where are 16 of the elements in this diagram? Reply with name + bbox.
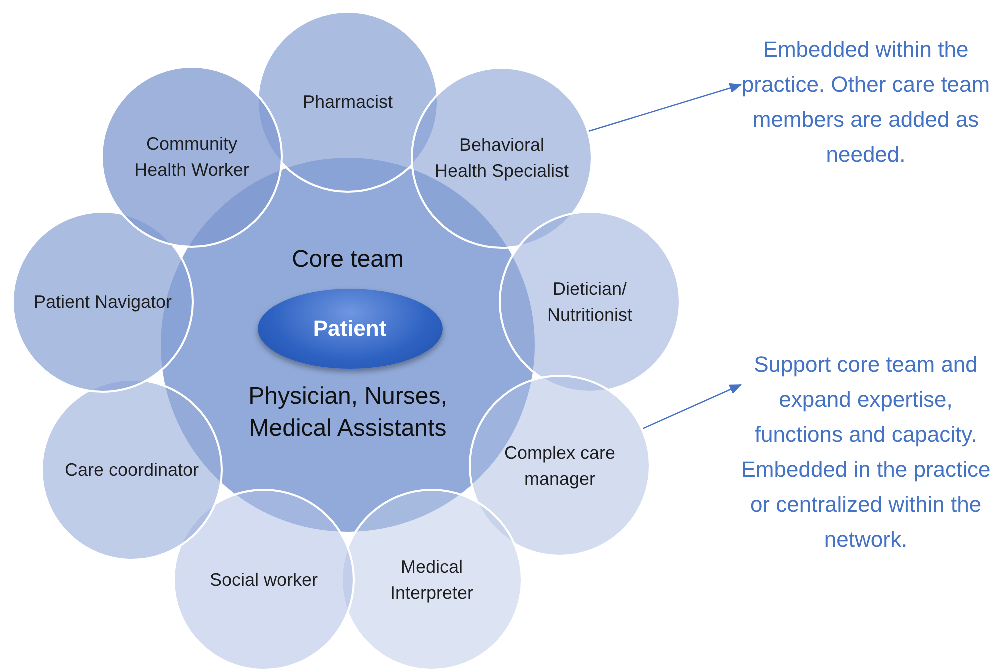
group-heading: Core team bbox=[292, 245, 404, 275]
ellipse-label: Patient bbox=[313, 316, 387, 342]
role-label: Medical Interpreter bbox=[389, 556, 475, 605]
role-label: Community Health Worker bbox=[134, 133, 250, 182]
role-label: Patient Navigator bbox=[33, 291, 173, 314]
role-label: Dietician/ Nutritionist bbox=[546, 278, 634, 327]
note-text: Support core team and expand expertise, functions and capacity. Embedded in the practice or centralized within the network. bbox=[741, 351, 991, 554]
note-text: Embedded within the practice. Other care team members are added as needed. bbox=[741, 36, 991, 169]
role-label: Care coordinator bbox=[64, 459, 200, 482]
arrow bbox=[588, 83, 742, 132]
arrow bbox=[642, 384, 742, 430]
member-list: Physician, Nurses, Medical Assistants bbox=[228, 381, 468, 445]
role-label: Behavioral Health Specialist bbox=[434, 134, 570, 183]
role-label: Pharmacist bbox=[302, 91, 394, 114]
role-label: Social worker bbox=[208, 569, 320, 592]
role-label: Complex care manager bbox=[503, 442, 617, 491]
